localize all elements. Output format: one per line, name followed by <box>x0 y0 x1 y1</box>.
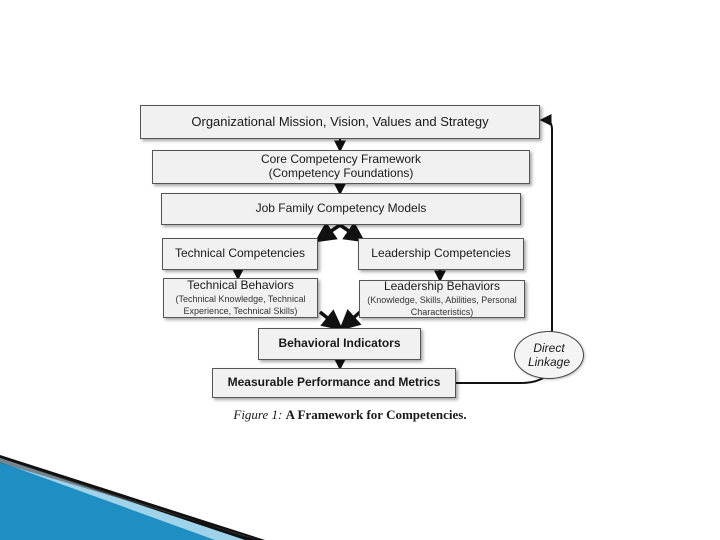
measurable-performance-box: Measurable Performance and Metrics <box>212 368 456 398</box>
arrow-techbehaviors-to-indicators <box>318 309 344 331</box>
figure-caption: Figure 1: A Framework for Competencies. <box>180 407 520 423</box>
technical-competencies-label: Technical Competencies <box>174 246 306 261</box>
technical-behaviors-box: Technical Behaviors (Technical Knowledge… <box>163 278 318 318</box>
core-framework-title: Core Competency Framework <box>260 152 422 167</box>
behavioral-indicators-label: Behavioral Indicators <box>278 336 401 351</box>
figure-title: A Framework for Competencies. <box>285 407 467 422</box>
leadership-behaviors-box: Leadership Behaviors (Knowledge, Skills,… <box>359 280 525 318</box>
behavioral-indicators-box: Behavioral Indicators <box>258 328 421 360</box>
technical-competencies-box: Technical Competencies <box>162 238 318 270</box>
leadership-behaviors-detail-1: (Knowledge, Skills, Abilities, Personal <box>367 295 517 306</box>
direct-linkage-oval: Direct Linkage <box>514 331 584 379</box>
leadership-behaviors-detail-2: Characteristics) <box>410 306 474 317</box>
mission-box: Organizational Mission, Vision, Values a… <box>140 105 540 139</box>
job-family-box: Job Family Competency Models <box>161 193 521 225</box>
arrow-direct-linkage-loop <box>456 114 553 384</box>
wedge-blue-band <box>0 462 215 540</box>
core-framework-subtitle: (Competency Foundations) <box>268 166 414 180</box>
arrow-jobfamily-to-leadership <box>339 221 366 243</box>
technical-behaviors-title: Technical Behaviors <box>187 278 294 293</box>
direct-linkage-line-2: Linkage <box>527 355 571 369</box>
mission-label: Organizational Mission, Vision, Values a… <box>191 113 489 129</box>
job-family-label: Job Family Competency Models <box>255 201 427 216</box>
direct-linkage-line-1: Direct <box>533 340 565 355</box>
arrow-jobfamily-to-technical <box>314 221 341 243</box>
leadership-competencies-box: Leadership Competencies <box>358 238 524 270</box>
technical-behaviors-detail-1: (Technical Knowledge, Technical <box>175 294 306 305</box>
core-framework-box: Core Competency Framework (Competency Fo… <box>152 150 530 184</box>
technical-behaviors-detail-2: Experience, Technical Skills) <box>183 305 298 316</box>
leadership-behaviors-title: Leadership Behaviors <box>383 279 501 294</box>
figure-label: Figure 1: <box>233 407 283 422</box>
leadership-competencies-label: Leadership Competencies <box>371 246 511 261</box>
measurable-performance-label: Measurable Performance and Metrics <box>227 375 441 390</box>
wedge-dark-edge <box>0 455 265 540</box>
arrow-leadbehaviors-to-indicators <box>338 308 362 331</box>
